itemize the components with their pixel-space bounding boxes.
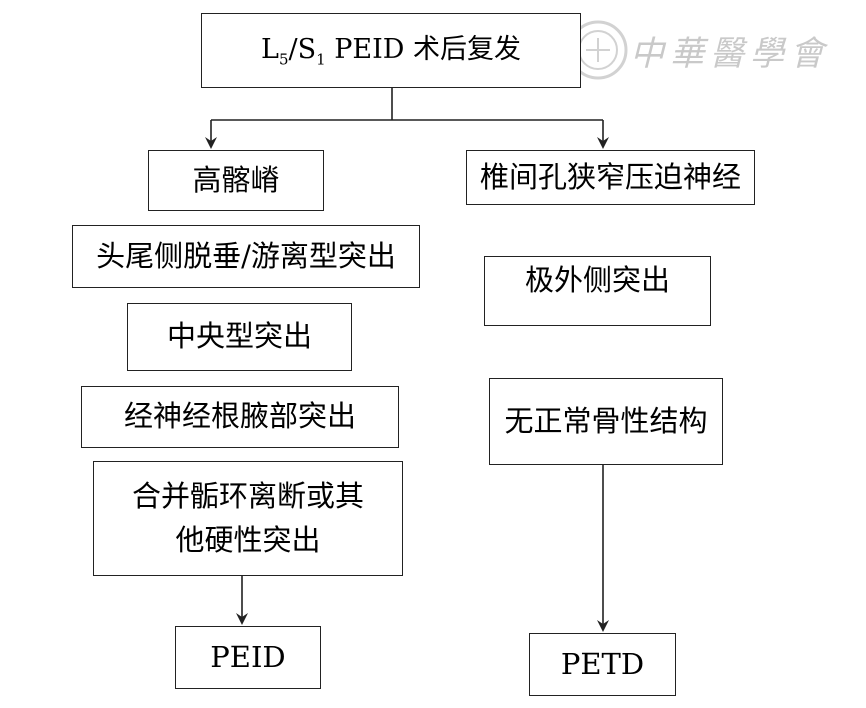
root-node: L5/S1 PEID 术后复发 (201, 13, 581, 88)
watermark-text: 中華醫學會 (630, 34, 830, 74)
left-last-line2: 他硬性突出 (175, 522, 321, 557)
left-last-line1: 合并骺环离断或其 (131, 479, 364, 513)
left-item-node: 中央型突出 (127, 303, 352, 371)
right-item-node: 无正常骨性结构 (489, 378, 723, 465)
right-head-node: 椎间孔狭窄压迫神经 (466, 150, 755, 205)
right-result-node: PETD (529, 633, 676, 696)
left-head-node: 高髂嵴 (148, 150, 324, 211)
left-item-node: 经神经根腋部突出 (81, 386, 399, 448)
left-item-node: 头尾侧脱垂/游离型突出 (72, 225, 420, 288)
left-last-node: 合并骺环离断或其 他硬性突出 (93, 461, 403, 576)
right-item-node: 极外侧突出 (484, 256, 711, 326)
left-result-node: PEID (175, 626, 321, 689)
root-label: L5/S1 PEID 术后复发 (261, 34, 521, 69)
